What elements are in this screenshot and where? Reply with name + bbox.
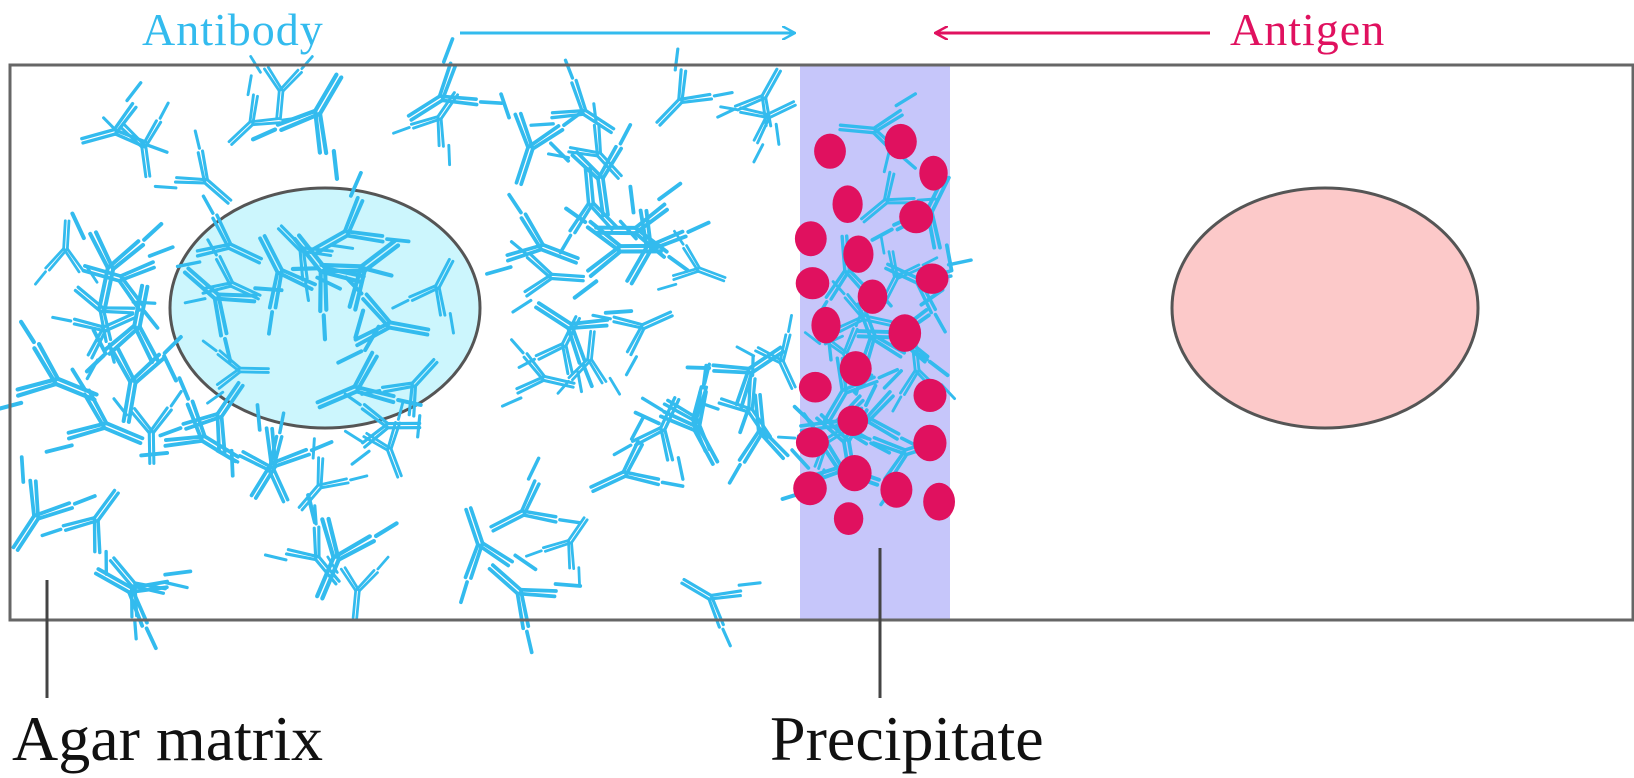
antigen-particle bbox=[837, 455, 872, 492]
antibody-molecule bbox=[529, 58, 616, 135]
antibody-molecule bbox=[310, 170, 411, 257]
antibody-label: Antibody bbox=[142, 4, 324, 55]
antibody-molecule bbox=[258, 234, 342, 336]
antibody-molecule bbox=[250, 72, 344, 181]
antibody-molecule bbox=[860, 150, 937, 224]
antibody-molecule bbox=[546, 102, 623, 180]
antibody-molecule bbox=[227, 74, 301, 146]
antigen-particle bbox=[798, 371, 832, 403]
antibody-molecule bbox=[44, 367, 145, 454]
agar-frame bbox=[8, 63, 1634, 622]
antibody-molecule bbox=[558, 166, 638, 255]
antigen-particle bbox=[913, 424, 947, 462]
antigen-particle bbox=[795, 267, 830, 300]
antibody-molecule bbox=[655, 47, 734, 127]
antibody-molecule bbox=[34, 219, 99, 286]
antibody-molecule bbox=[509, 240, 586, 314]
antigen-particle bbox=[913, 378, 947, 412]
antigen-particle bbox=[915, 263, 949, 294]
antigen-well bbox=[1170, 186, 1480, 430]
antibody-molecule bbox=[201, 339, 270, 405]
antibody-molecule bbox=[343, 392, 422, 466]
antigen-particle bbox=[923, 482, 955, 521]
antibody-molecule bbox=[40, 488, 120, 576]
antibody-molecule bbox=[633, 363, 720, 466]
antigen-particle bbox=[899, 200, 934, 234]
antibody-molecule bbox=[534, 301, 634, 389]
antigen-particle bbox=[811, 306, 841, 344]
antigen-particle bbox=[919, 155, 948, 191]
antibody-molecule bbox=[392, 91, 460, 167]
antibody-molecule bbox=[485, 192, 580, 276]
antigen-particle bbox=[793, 471, 827, 506]
antibody-molecule bbox=[360, 358, 439, 439]
antibody-molecule bbox=[139, 376, 240, 464]
antibody-molecule bbox=[459, 506, 538, 605]
antibody-molecule bbox=[93, 567, 193, 651]
antibody-molecule bbox=[487, 563, 583, 655]
antigen-particle bbox=[833, 502, 864, 535]
antigen-particle bbox=[888, 314, 922, 352]
antibody-molecule bbox=[249, 55, 314, 121]
antibody-molecule bbox=[315, 324, 423, 410]
antibody-molecule bbox=[640, 362, 712, 453]
antibody-molecule bbox=[549, 123, 633, 218]
precipitate-label: Precipitate bbox=[770, 703, 1044, 774]
antigen-particle bbox=[832, 185, 863, 223]
antigen-particle bbox=[795, 427, 829, 458]
antigen-particle bbox=[880, 471, 913, 508]
antigen-particle bbox=[814, 133, 846, 169]
antibody-molecule bbox=[406, 37, 504, 122]
antibody-molecule bbox=[276, 224, 355, 302]
antibody-molecule bbox=[11, 455, 97, 552]
antibody-molecule bbox=[716, 67, 782, 146]
antigen-label: Antigen bbox=[1230, 4, 1385, 55]
antibody-molecule bbox=[727, 393, 811, 485]
antibody-molecule bbox=[326, 555, 390, 620]
agar-matrix-label: Agar matrix bbox=[12, 703, 323, 774]
antibody-molecule bbox=[612, 396, 685, 481]
antibody-molecule bbox=[499, 92, 584, 187]
antibody-molecule bbox=[564, 206, 663, 300]
antigen-particle bbox=[884, 123, 917, 160]
antibody-molecule bbox=[680, 577, 762, 648]
antibody-molecule bbox=[500, 338, 576, 408]
antibody-molecule bbox=[91, 328, 183, 424]
antibody-molecule bbox=[153, 129, 233, 205]
antibody-molecule bbox=[70, 211, 164, 311]
antibody-molecule bbox=[657, 229, 727, 291]
antibody-molecule bbox=[591, 310, 674, 377]
antibody-molecule bbox=[391, 257, 455, 335]
antibody-molecule bbox=[175, 194, 263, 269]
antigen-particles bbox=[793, 123, 955, 535]
antibody-molecule bbox=[525, 516, 589, 588]
antibody-molecule bbox=[290, 238, 401, 340]
antibody-molecule bbox=[112, 389, 183, 465]
antibody-molecule bbox=[838, 92, 918, 170]
antibody-molecule bbox=[263, 504, 341, 586]
antibody-molecule bbox=[182, 266, 284, 364]
antigen-particle bbox=[837, 405, 869, 436]
antibody-molecule bbox=[80, 81, 169, 154]
antigen-particle bbox=[843, 235, 874, 273]
antibody-molecule bbox=[556, 329, 621, 396]
antibody-molecule bbox=[685, 345, 786, 435]
antigen-particle bbox=[839, 351, 872, 387]
antibody-molecule bbox=[489, 456, 582, 533]
antigen-particle bbox=[857, 279, 888, 314]
antigen-particle bbox=[794, 221, 827, 257]
antibody-molecule bbox=[102, 101, 170, 179]
